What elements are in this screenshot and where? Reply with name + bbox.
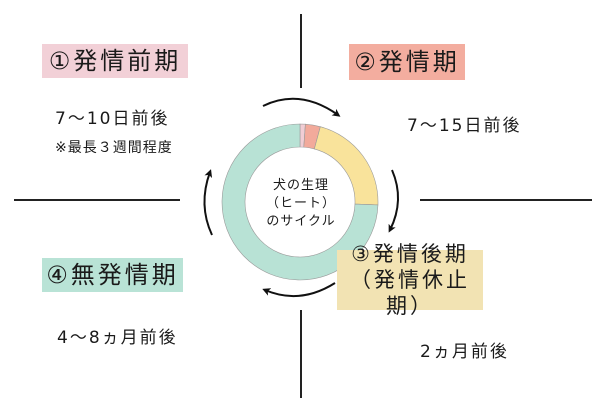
divider-bottom (300, 310, 302, 398)
center-line-1: 犬の生理 (272, 178, 329, 193)
phase-4-label: ④無発情期 (42, 258, 183, 292)
phase-4-duration: 4～8ヵ月前後 (57, 328, 178, 348)
arrow-right-icon (388, 169, 400, 233)
phase-1-label: ①発情前期 (42, 44, 188, 78)
phase-3-label-line-1: ③発情後期 (351, 241, 469, 266)
arrow-bottom-icon (262, 282, 336, 298)
center-line-3: のサイクル (266, 214, 336, 229)
center-line-2: （ヒート） (265, 196, 336, 211)
phase-3-label: ③発情後期 （発情休止期） (337, 242, 483, 318)
divider-left (14, 199, 180, 201)
divider-top (300, 14, 302, 88)
phase-2-duration: 7～15日前後 (407, 116, 522, 136)
phase-2-label: ②発情期 (349, 44, 465, 80)
phase-3-duration: 2ヵ月前後 (420, 342, 509, 362)
arrow-left-icon (203, 169, 213, 236)
arrow-top-icon (262, 97, 341, 117)
phase-3-label-line-2: （発情休止期） (350, 267, 470, 319)
phase-1-duration: 7～10日前後 (55, 109, 170, 129)
donut-center-title: 犬の生理 （ヒート） のサイクル (249, 177, 353, 231)
divider-right (420, 199, 592, 201)
cycle-donut-chart (221, 123, 379, 281)
phase-1-note: ※最長３週間程度 (55, 140, 173, 156)
donut-segment-4 (221, 123, 379, 281)
